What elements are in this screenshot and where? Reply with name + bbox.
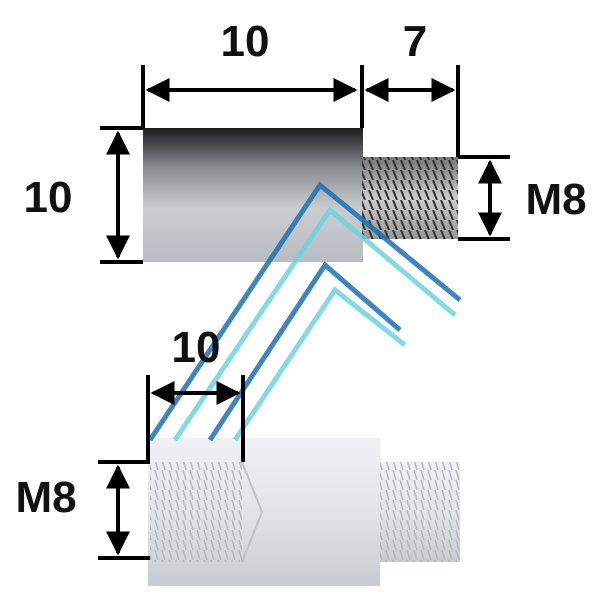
top-dimensions <box>100 65 510 264</box>
top-thread-length-label: 7 <box>403 17 427 66</box>
top-thread-label: M8 <box>525 175 586 224</box>
bottom-spacer <box>148 438 460 586</box>
bottom-dimensions <box>98 375 245 560</box>
top-length-label: 10 <box>221 17 270 66</box>
bottom-internal-thread <box>150 462 242 562</box>
top-diameter-label: 10 <box>24 173 73 222</box>
watermark-logo <box>147 181 462 442</box>
bottom-thread-depth-label: 10 <box>172 323 221 372</box>
bottom-thread-label: M8 <box>15 473 76 522</box>
top-spacer <box>143 128 458 262</box>
top-body <box>143 128 363 262</box>
